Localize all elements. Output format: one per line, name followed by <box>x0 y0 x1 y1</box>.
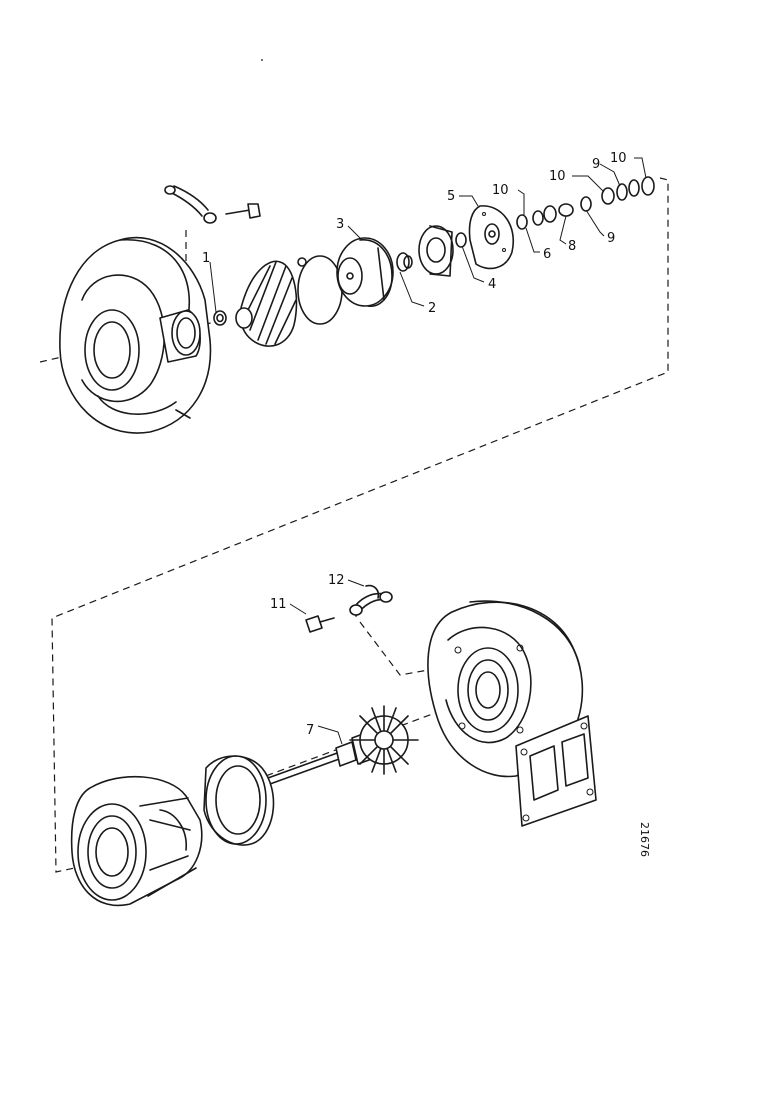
label-part-1: 1 <box>202 251 210 266</box>
center-bearing-housing <box>70 775 203 907</box>
exhaust-outlet-flange <box>515 715 597 827</box>
drawing-code: 21676 <box>638 822 651 857</box>
oil-pipe-upper <box>164 185 261 224</box>
part-9-ring <box>580 196 592 212</box>
thrust-collar <box>418 225 454 277</box>
circlip <box>297 255 343 325</box>
heat-shield <box>203 755 275 846</box>
compressor-housing <box>59 236 212 434</box>
label-part-7: 7 <box>306 723 314 738</box>
label-part-8: 8 <box>568 239 576 254</box>
label-part-5: 5 <box>447 189 455 204</box>
label-part-3: 3 <box>336 217 344 232</box>
part-7-turbine-shaft-and-wheel <box>267 705 419 785</box>
turbine-wheel <box>349 705 419 775</box>
label-part-12: 12 <box>328 573 345 588</box>
part-3-bearing-housing-insert <box>336 237 394 307</box>
leader-lines-lower <box>289 579 365 745</box>
label-part-4: 4 <box>488 277 496 292</box>
part-8-bearing <box>558 203 574 217</box>
bearing-ring-set <box>516 176 655 230</box>
label-part-9-lower: 9 <box>607 231 615 246</box>
callout-labels: 1 2 3 4 5 6 7 8 9 9 10 10 10 11 12 <box>202 151 627 738</box>
compressor-wheel <box>235 260 298 347</box>
turbine-housing <box>427 600 584 778</box>
label-part-10-left: 10 <box>492 183 509 198</box>
part-4-washer <box>455 232 467 248</box>
speck <box>261 59 263 61</box>
oil-pipe-lower <box>349 584 393 617</box>
part-5-thrust-bearing <box>468 205 515 270</box>
part-1-nut <box>213 310 227 326</box>
label-part-9-upper: 9 <box>592 157 600 172</box>
label-part-6: 6 <box>543 247 551 262</box>
leader-lines-upper <box>209 157 647 313</box>
label-part-2: 2 <box>428 301 436 316</box>
part-11-bolt <box>305 615 335 633</box>
part-6-ring <box>516 214 528 230</box>
label-part-11: 11 <box>270 597 287 612</box>
part-2-piston-ring <box>396 252 413 272</box>
label-part-10-middle: 10 <box>549 169 566 184</box>
label-part-10-right: 10 <box>610 151 627 166</box>
